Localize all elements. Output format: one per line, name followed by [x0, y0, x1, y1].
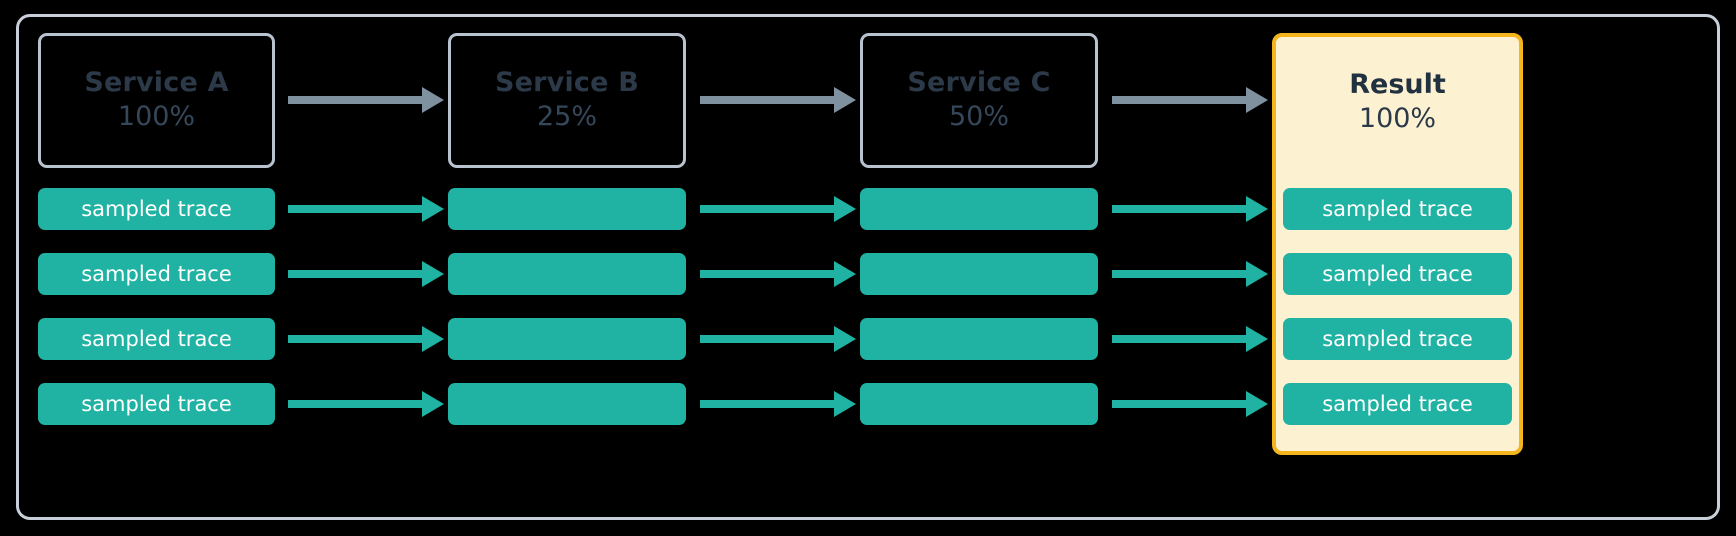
- trace-pill-service-b-row-3[interactable]: [448, 383, 686, 425]
- trace-pill-service-a-row-3[interactable]: sampled trace: [38, 383, 275, 425]
- arrow-trace-row-2-seg-2: [1112, 326, 1268, 352]
- trace-pill-service-b-row-0[interactable]: [448, 188, 686, 230]
- diagram-outer-frame: [16, 14, 1720, 520]
- trace-pill-label: sampled trace: [81, 261, 232, 286]
- trace-pill-label: sampled trace: [1322, 261, 1473, 286]
- result-header: Result 100%: [1276, 37, 1519, 168]
- arrow-trace-row-2-seg-1: [700, 326, 856, 352]
- trace-pill-label: sampled trace: [81, 196, 232, 221]
- result-percent: 100%: [1358, 103, 1437, 135]
- arrow-trace-row-0-seg-1: [700, 196, 856, 222]
- trace-pill-result-row-0[interactable]: sampled trace: [1283, 188, 1512, 230]
- trace-pill-label: sampled trace: [81, 326, 232, 351]
- arrow-trace-row-0-seg-2: [1112, 196, 1268, 222]
- trace-pill-label: sampled trace: [81, 391, 232, 416]
- service-sampling-percent: 50%: [948, 101, 1009, 133]
- trace-pill-service-b-row-2[interactable]: [448, 318, 686, 360]
- trace-pill-result-row-2[interactable]: sampled trace: [1283, 318, 1512, 360]
- service-sampling-percent: 100%: [117, 101, 196, 133]
- arrow-trace-row-3-seg-2: [1112, 391, 1268, 417]
- service-title: Service C: [907, 67, 1051, 99]
- arrow-trace-row-3-seg-1: [700, 391, 856, 417]
- trace-pill-service-b-row-1[interactable]: [448, 253, 686, 295]
- trace-pill-service-a-row-0[interactable]: sampled trace: [38, 188, 275, 230]
- arrow-trace-row-1-seg-1: [700, 261, 856, 287]
- trace-pill-label: sampled trace: [1322, 196, 1473, 221]
- arrow-c-to-result: [1112, 87, 1268, 113]
- arrow-a-to-b: [288, 87, 444, 113]
- trace-pill-result-row-3[interactable]: sampled trace: [1283, 383, 1512, 425]
- arrow-trace-row-1-seg-2: [1112, 261, 1268, 287]
- trace-pill-service-c-row-3[interactable]: [860, 383, 1098, 425]
- trace-pill-service-c-row-2[interactable]: [860, 318, 1098, 360]
- result-title: Result: [1349, 69, 1446, 101]
- arrow-trace-row-1-seg-0: [288, 261, 444, 287]
- trace-pill-service-c-row-1[interactable]: [860, 253, 1098, 295]
- trace-pill-label: sampled trace: [1322, 326, 1473, 351]
- trace-pill-service-a-row-2[interactable]: sampled trace: [38, 318, 275, 360]
- trace-pill-service-c-row-0[interactable]: [860, 188, 1098, 230]
- arrow-trace-row-3-seg-0: [288, 391, 444, 417]
- service-title: Service B: [494, 67, 640, 99]
- trace-pill-label: sampled trace: [1322, 391, 1473, 416]
- arrow-trace-row-2-seg-0: [288, 326, 444, 352]
- service-sampling-percent: 25%: [536, 101, 597, 133]
- trace-pill-result-row-1[interactable]: sampled trace: [1283, 253, 1512, 295]
- trace-pill-service-a-row-1[interactable]: sampled trace: [38, 253, 275, 295]
- arrow-b-to-c: [700, 87, 856, 113]
- service-title: Service A: [84, 67, 229, 99]
- arrow-trace-row-0-seg-0: [288, 196, 444, 222]
